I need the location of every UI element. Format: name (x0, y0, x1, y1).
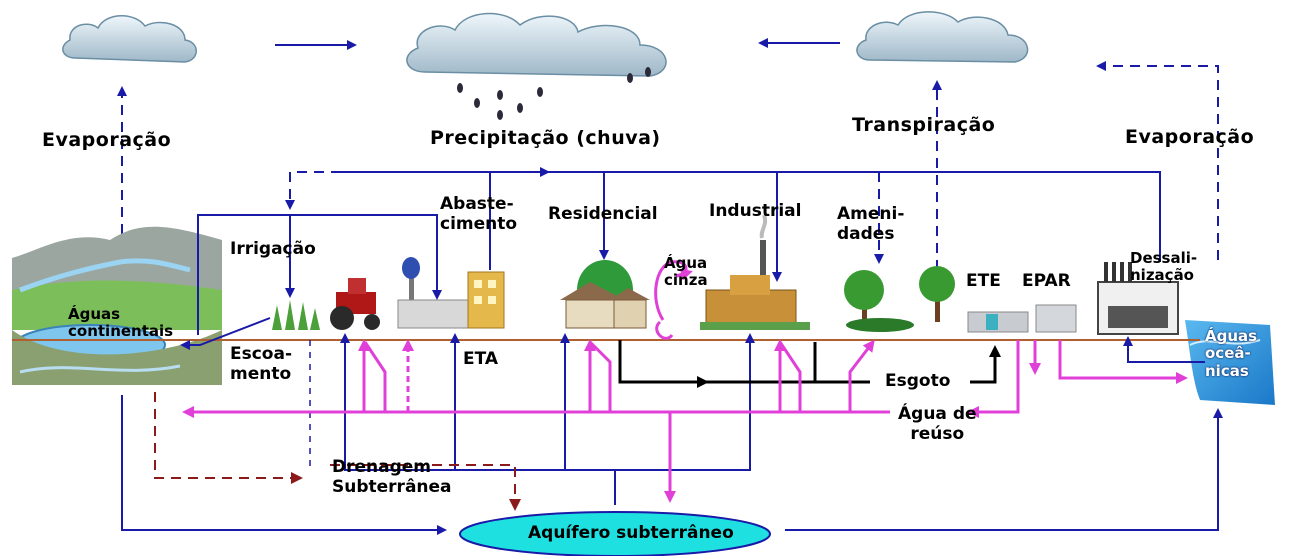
transpiration-label: Transpiração (852, 114, 996, 136)
desalination-label: Dessali- nização (1130, 249, 1198, 285)
residential-label: Residencial (548, 204, 658, 224)
evaporation-left-label: Evaporação (42, 129, 172, 151)
subsurface-drainage-label: Drenagem Subterrânea (332, 457, 452, 497)
factory-icon (700, 214, 810, 330)
crops-icon (272, 300, 320, 330)
trees-icon (844, 266, 955, 332)
continental-waters-icon (12, 226, 222, 385)
aquifer-icon (459, 511, 771, 556)
cloud-right-icon (856, 11, 1029, 63)
aquifer-label: Aquífero subterrâneo (528, 523, 734, 543)
abastecimento-label: Abaste- cimento (440, 194, 518, 234)
cloud-rain-icon (406, 12, 667, 120)
amenities-label: Ameni- dades (837, 204, 905, 244)
grey-water-label: Água cinza (664, 254, 708, 290)
treatment-plants-icon (967, 304, 1077, 333)
evaporation-right-label: Evaporação (1125, 126, 1255, 148)
irrigation-label: Irrigação (230, 239, 316, 259)
ocean-waters-label: Águas oceâ- nicas (1205, 327, 1258, 380)
house-icon (560, 260, 650, 329)
industrial-label: Industrial (709, 201, 802, 221)
ete-label: ETE (966, 271, 1001, 291)
water-treatment-plant-icon (397, 257, 505, 329)
desalination-plant-icon (1097, 262, 1179, 335)
reuse-water-label: Água de reúso (898, 404, 977, 444)
runoff-label: Escoa- mento (230, 344, 293, 384)
sewage-label: Esgoto (885, 371, 951, 391)
continental-waters-label: Águas continentais (68, 305, 174, 341)
cloud-left-icon (62, 15, 197, 63)
epar-label: EPAR (1022, 271, 1071, 291)
tractor-icon (330, 278, 380, 330)
eta-label: ETA (463, 349, 499, 369)
precipitation-label: Precipitação (chuva) (430, 127, 661, 149)
ocean-waters-icon (1185, 320, 1275, 405)
